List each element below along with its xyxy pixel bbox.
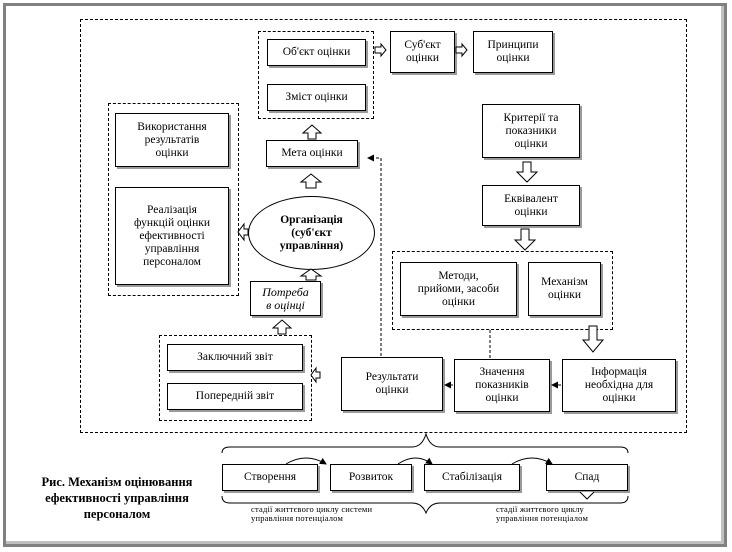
need-box: Потреба в оцінці	[250, 281, 321, 316]
dashed-results-to-goal	[367, 154, 382, 356]
info-box: Інформація необхідна для оцінки	[562, 359, 676, 412]
arrow-methods-to-info	[581, 325, 605, 353]
top-brace	[221, 432, 629, 454]
object-group-border	[258, 31, 374, 119]
methods-box: Методи, прийоми, засоби оцінки	[400, 262, 517, 316]
final-report-box: Заключний звіт	[167, 344, 303, 371]
arrow-organization-to-goal	[299, 173, 323, 189]
figure-caption: Рис. Механізм оцінювання ефективності уп…	[41, 475, 193, 521]
stage-caption-left: стадії життєвого циклу системи управлінн…	[251, 504, 373, 523]
object-box: Об'єкт оцінки	[267, 39, 366, 66]
arrow-equivalent-to-methods	[513, 228, 537, 251]
arrow-criteria-to-equivalent	[515, 161, 539, 183]
decline-down-marker	[579, 491, 595, 500]
results-box: Результати оцінки	[341, 357, 443, 411]
curve-creation-to-development	[285, 457, 327, 465]
bottom-brace	[221, 495, 629, 515]
arrow-goal-to-content	[301, 124, 323, 140]
outer-dashed-border	[80, 19, 687, 433]
preliminary-report-box: Попередній звіт	[167, 383, 303, 410]
stage-decline-box: Спад	[546, 464, 628, 491]
curve-development-to-stabilization	[397, 457, 433, 465]
realization-box: Реалізація функцій оцінки ефективності у…	[115, 187, 229, 285]
arrow-subject-to-principles	[455, 42, 468, 58]
stage-caption-right: стадії життєвого циклу управління потенц…	[496, 504, 589, 523]
values-box: Значення показників оцінки	[454, 359, 550, 412]
arrow-reports-to-need	[271, 319, 293, 335]
mechanism-box: Механізм оцінки	[528, 262, 601, 316]
subject-box: Суб'єкт оцінки	[390, 31, 455, 73]
methods-group-border	[392, 251, 613, 330]
content-box: Зміст оцінки	[267, 84, 366, 111]
equivalent-box: Еквівалент оцінки	[482, 185, 580, 226]
goal-box: Мета оцінки	[266, 140, 358, 167]
arrow-organization-to-realization	[237, 222, 249, 242]
arrow-need-to-organization	[299, 268, 323, 281]
curve-stabilization-to-decline	[511, 457, 553, 465]
criteria-box: Критерії та показники оцінки	[482, 104, 580, 158]
reports-group-border	[159, 335, 312, 421]
stage-creation-box: Створення	[222, 464, 318, 491]
arrow-results-to-reports	[310, 366, 321, 384]
realization-group-border	[108, 103, 239, 296]
use-results-box: Використання результатів оцінки	[115, 113, 229, 167]
principles-box: Принципи оцінки	[473, 31, 553, 73]
stage-stabilization-box: Стабілізація	[424, 464, 520, 491]
arrow-object-to-subject	[374, 42, 387, 58]
stage-development-box: Розвиток	[330, 464, 412, 491]
